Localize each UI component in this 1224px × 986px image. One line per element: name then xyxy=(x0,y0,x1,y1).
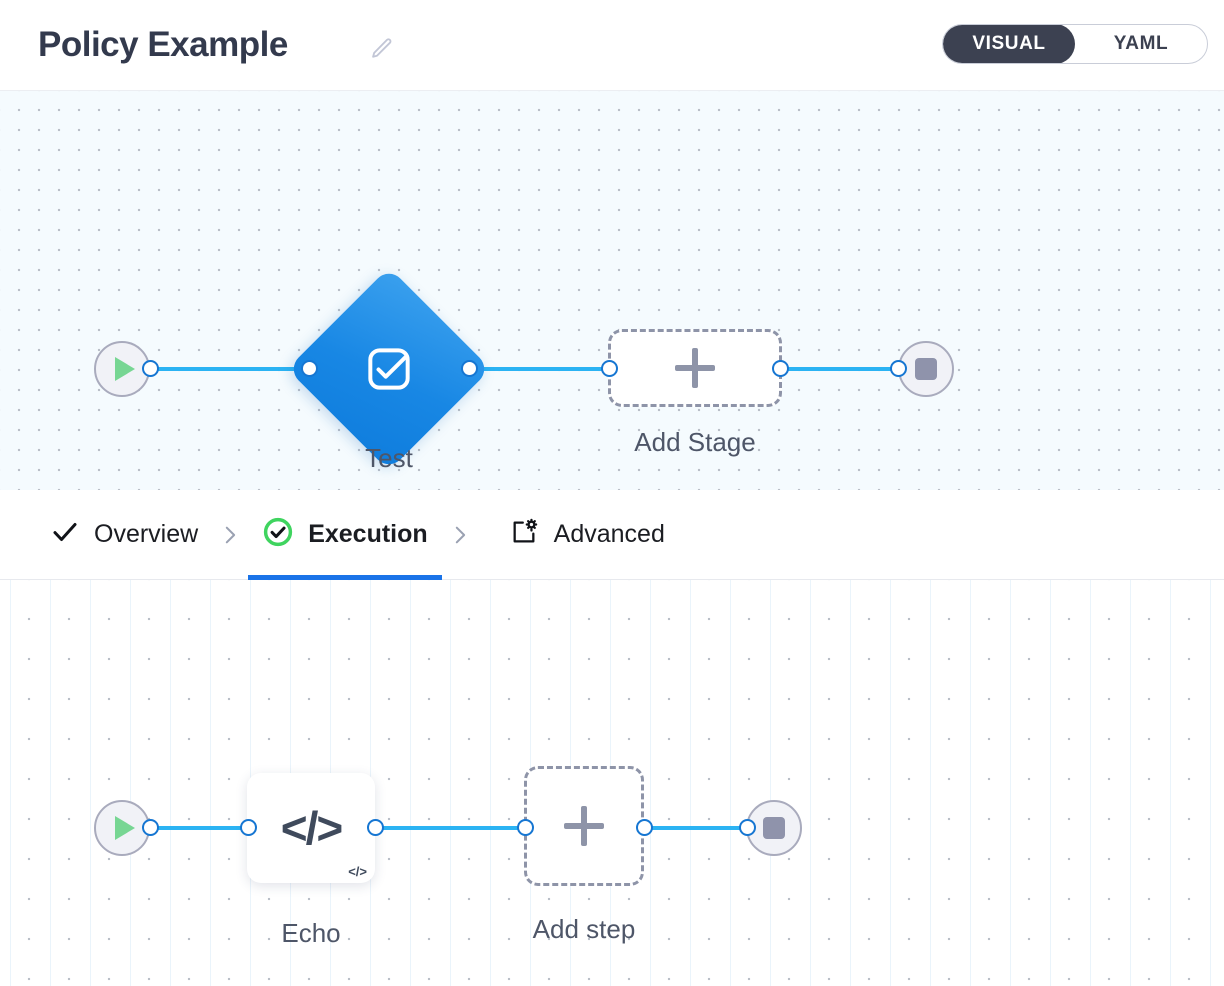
step-node-label: Echo xyxy=(281,918,341,948)
port-add-stage-out[interactable] xyxy=(772,360,789,377)
play-icon xyxy=(115,816,135,840)
square-gear-icon xyxy=(508,516,540,553)
edge-add-stage-to-end xyxy=(778,367,903,371)
stage-node-test[interactable] xyxy=(287,267,491,471)
step-end-node[interactable] xyxy=(746,800,802,856)
page-header: Policy Example VISUAL YAML xyxy=(0,0,1224,91)
mode-yaml-button[interactable]: YAML xyxy=(1113,33,1169,54)
edge-start-to-test xyxy=(150,367,315,371)
step-card[interactable]: </> </> xyxy=(247,773,375,883)
tab-execution-label: Execution xyxy=(308,520,428,548)
edge-echo-to-add-step xyxy=(372,826,532,830)
check-circle-green-icon xyxy=(262,516,294,553)
port-echo-out[interactable] xyxy=(367,819,384,836)
port-end-in[interactable] xyxy=(739,819,756,836)
step-graph-canvas[interactable]: </> </> Echo Add step xyxy=(0,580,1224,986)
tab-separator-2 xyxy=(442,520,478,550)
pencil-icon[interactable] xyxy=(368,36,394,62)
stage-node-label: Test xyxy=(365,443,413,473)
tab-separator-1 xyxy=(212,520,248,550)
stage-graph-canvas[interactable]: Test Add Stage xyxy=(0,91,1224,490)
tab-overview-label: Overview xyxy=(94,520,199,548)
add-stage-label: Add Stage xyxy=(634,427,756,457)
edge-add-step-to-end xyxy=(640,826,755,830)
port-start-out[interactable] xyxy=(142,819,159,836)
port-echo-in[interactable] xyxy=(240,819,257,836)
add-stage-box[interactable] xyxy=(608,329,782,407)
step-start-node[interactable] xyxy=(94,800,150,856)
plus-icon xyxy=(675,348,715,388)
tab-overview[interactable]: Overview xyxy=(36,490,212,580)
end-node-circle[interactable] xyxy=(746,800,802,856)
add-step-box[interactable] xyxy=(524,766,644,886)
mode-visual-button[interactable]: VISUAL xyxy=(943,25,1075,63)
add-step-label: Add step xyxy=(532,914,636,944)
edge-start-to-echo xyxy=(150,826,255,830)
page-title: Policy Example xyxy=(38,25,288,64)
edge-test-to-add-stage xyxy=(468,367,613,371)
port-end-in[interactable] xyxy=(890,360,907,377)
code-badge-icon: </> xyxy=(348,864,367,879)
stop-icon xyxy=(763,817,785,839)
play-icon xyxy=(115,357,135,381)
start-node-circle[interactable] xyxy=(94,800,150,856)
port-test-in[interactable] xyxy=(301,360,318,377)
add-step-button[interactable] xyxy=(524,766,644,886)
tab-advanced-label: Advanced xyxy=(553,520,665,548)
port-add-step-out[interactable] xyxy=(636,819,653,836)
check-icon xyxy=(50,517,80,552)
port-add-step-in[interactable] xyxy=(517,819,534,836)
start-node-circle[interactable] xyxy=(94,341,150,397)
port-test-out[interactable] xyxy=(461,360,478,377)
tab-advanced[interactable]: Advanced xyxy=(494,490,679,580)
stage-start-node[interactable] xyxy=(94,341,150,397)
step-node-echo[interactable]: </> </> xyxy=(247,773,375,883)
port-start-out[interactable] xyxy=(142,360,159,377)
view-mode-toggle[interactable]: VISUAL YAML xyxy=(942,24,1208,64)
stop-icon xyxy=(915,358,937,380)
plus-icon xyxy=(564,806,604,846)
detail-tabbar[interactable]: Overview Execution Advanced xyxy=(0,490,1224,580)
code-icon: </> xyxy=(280,802,344,854)
add-stage-button[interactable] xyxy=(608,329,782,407)
port-add-stage-in[interactable] xyxy=(601,360,618,377)
tab-execution[interactable]: Execution xyxy=(248,490,443,580)
